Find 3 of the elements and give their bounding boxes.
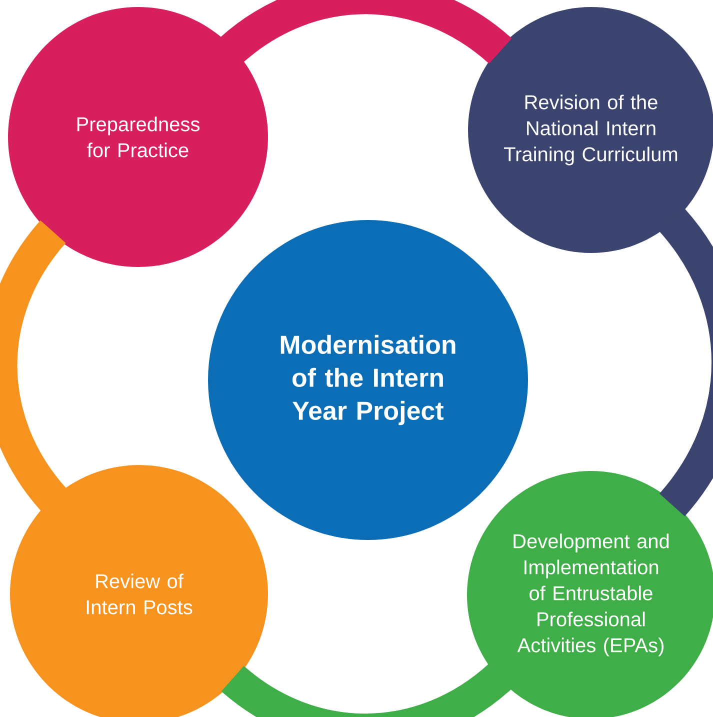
ring-segment [222, 662, 512, 717]
ring-segment [0, 221, 68, 512]
ring-segment [658, 208, 713, 516]
